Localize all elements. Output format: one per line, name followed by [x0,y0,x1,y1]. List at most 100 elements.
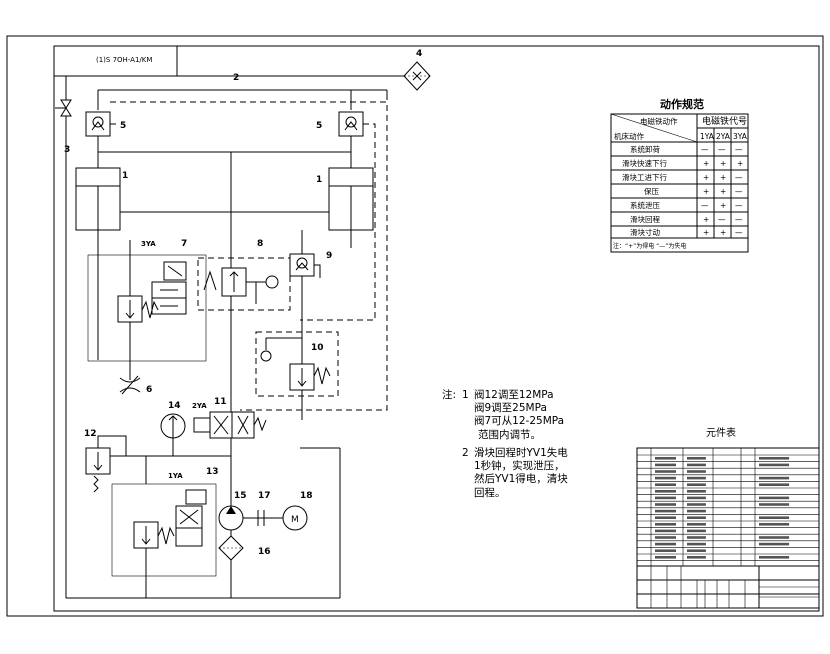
label-12: 12 [84,429,97,439]
parts-cell-smudge [759,476,790,480]
label-16: 16 [258,547,271,557]
svg-text:—: — [735,145,743,154]
valve-7-solenoid-icon [151,261,187,315]
label-1YA: 1YA [168,472,183,480]
svg-text:+: + [703,187,709,196]
parts-cell-smudge [687,457,706,460]
svg-text:+: + [720,228,726,237]
parts-cell-smudge [687,536,706,539]
svg-text:—: — [735,187,743,196]
relief-valve-12-icon [85,435,127,493]
parts-cell-smudge [759,542,790,546]
parts-cell-smudge [655,503,676,506]
filter-16-icon [218,535,244,561]
note1-line-4: 范围内调节。 [478,428,541,441]
parts-cell-smudge [759,457,790,460]
parts-cell-smudge [655,556,676,559]
parts-cell-smudge [687,556,706,559]
parts-cell-smudge [759,523,790,526]
parts-cell-smudge [687,503,706,506]
svg-text:—: — [735,215,743,224]
title-block-text: (1)S 7OH-A1/KM [96,56,152,64]
note1-line-3: 阀7可从12-25MPa [474,414,564,427]
parts-cell-smudge [759,483,790,486]
inner-frame [53,45,820,612]
action-table-row: 滑块回程 + — — [630,214,743,224]
note2-line-2: 1秒钟，实现泄压， [474,459,565,472]
svg-text:系统卸荷: 系统卸荷 [630,144,660,154]
notes-prefix: 注: [442,388,456,401]
parts-cell-smudge [759,503,790,506]
action-table-row: 滑块寸动 + + — [630,227,743,237]
coupling-17-icon [243,510,283,526]
filter-4-icon [403,61,431,91]
parts-list-unreadable-text [655,457,790,559]
label-11: 11 [214,397,227,407]
action-table-footnote: 注：“+”为得电 “—”为失电 [613,242,686,250]
motor-m-label: M [291,515,299,525]
parts-cell-smudge [759,516,790,519]
manual-valve-3-icon [55,99,72,117]
valve-8-icon [203,267,279,304]
svg-text:滑块回程: 滑块回程 [630,214,660,224]
parts-list-title: 元件表 [706,426,736,439]
svg-text:+: + [720,201,726,210]
svg-text:+: + [720,187,726,196]
action-table-title: 动作规范 [660,97,704,111]
parts-cell-smudge [687,509,706,513]
parts-cell-smudge [687,476,706,480]
parts-cell-smudge [687,490,706,493]
svg-text:—: — [735,228,743,237]
svg-text:+: + [703,215,709,224]
cylinder-1-right-icon [328,167,374,248]
svg-text:系统泄压: 系统泄压 [630,200,660,210]
valve-13-solenoid-icon [175,489,207,547]
valve-group-7-box [87,254,207,362]
parts-cell-smudge [655,542,676,546]
label-6: 6 [146,385,152,395]
label-2: 2 [233,73,239,83]
note1-line-1: 阀12调至12MPa [474,388,554,401]
parts-cell-smudge [759,496,790,500]
parts-cell-smudge [687,549,706,552]
label-13: 13 [206,467,219,477]
parts-cell-smudge [687,523,706,526]
parts-cell-smudge [687,463,706,467]
svg-text:—: — [735,201,743,210]
parts-cell-smudge [655,496,676,500]
note1-line-2: 阀9调至25MPa [474,401,547,414]
parts-cell-smudge [655,470,676,473]
parts-list-rows [637,454,819,561]
svg-text:+: + [703,228,709,237]
label-18: 18 [300,491,313,501]
note2-num: 2 [462,447,469,459]
pressure-gauge-14-icon [160,413,186,439]
note1-num: 1 [462,389,469,401]
label-10: 10 [311,343,324,353]
parts-cell-smudge [655,509,676,513]
parts-cell-smudge [655,457,676,460]
label-1-right: 1 [316,175,322,185]
action-table-row: 保压 + + — [644,187,743,196]
svg-text:—: — [701,145,709,154]
action-table-row: 系统泄压 — + — [630,200,743,210]
label-17: 17 [258,491,271,501]
parts-cell-smudge [687,529,706,533]
label-3YA: 3YA [141,240,156,248]
svg-text:—: — [718,215,726,224]
action-table-row: 滑块工进下行 + + — [622,172,743,182]
parts-cell-smudge [655,536,676,539]
directional-valve-11-icon [193,411,267,439]
valve-13-relief-icon [133,521,175,549]
svg-text:+: + [703,159,709,168]
parts-cell-smudge [655,523,676,526]
check-valve-9-icon [289,253,321,278]
svg-text:滑块工进下行: 滑块工进下行 [622,172,667,182]
svg-text:—: — [701,201,709,210]
note2-line-3: 然后YV1得电，清块 [474,472,568,485]
parts-cell-smudge [687,516,706,519]
svg-text:+: + [703,173,709,182]
parts-cell-smudge [687,483,706,486]
parts-cell-smudge [655,516,676,519]
